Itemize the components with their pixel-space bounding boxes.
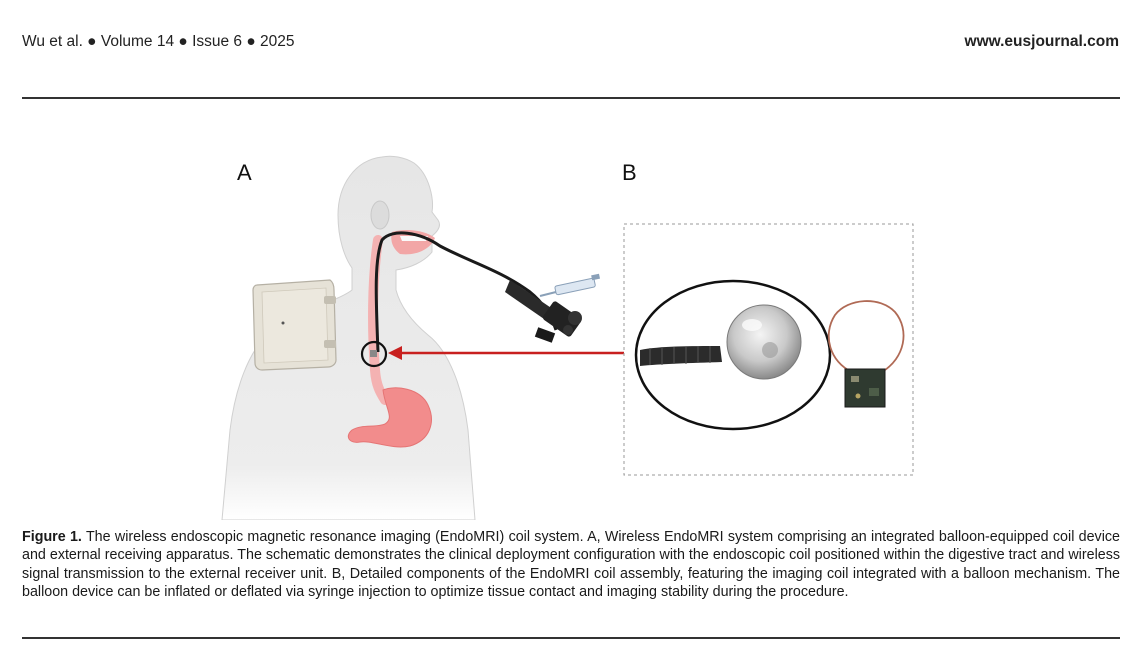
header-divider (22, 97, 1120, 99)
caption-divider (22, 637, 1120, 639)
figure-illustration (221, 155, 914, 520)
running-header-citation: Wu et al. ● Volume 14 ● Issue 6 ● 2025 (22, 33, 295, 50)
stomach-illustration (347, 387, 432, 448)
coil-location-marker (360, 340, 388, 368)
figure-caption-label: Figure 1. (22, 529, 82, 545)
imaging-coil-photo (827, 300, 905, 408)
endoscope-illustration (374, 231, 601, 353)
figure-caption-text: The wireless endoscopic magnetic resonan… (22, 529, 1120, 601)
external-receiver-unit (252, 279, 337, 371)
human-torso-illustration (221, 155, 476, 520)
balloon-coil-photo (634, 279, 832, 431)
panel-b-label: B (622, 160, 637, 185)
journal-website: www.eusjournal.com (964, 33, 1119, 50)
figure-caption: Figure 1. The wireless endoscopic magnet… (22, 528, 1120, 602)
panel-a-label: A (237, 160, 252, 185)
syringe-icon (539, 273, 601, 297)
signal-arrow (388, 346, 636, 360)
